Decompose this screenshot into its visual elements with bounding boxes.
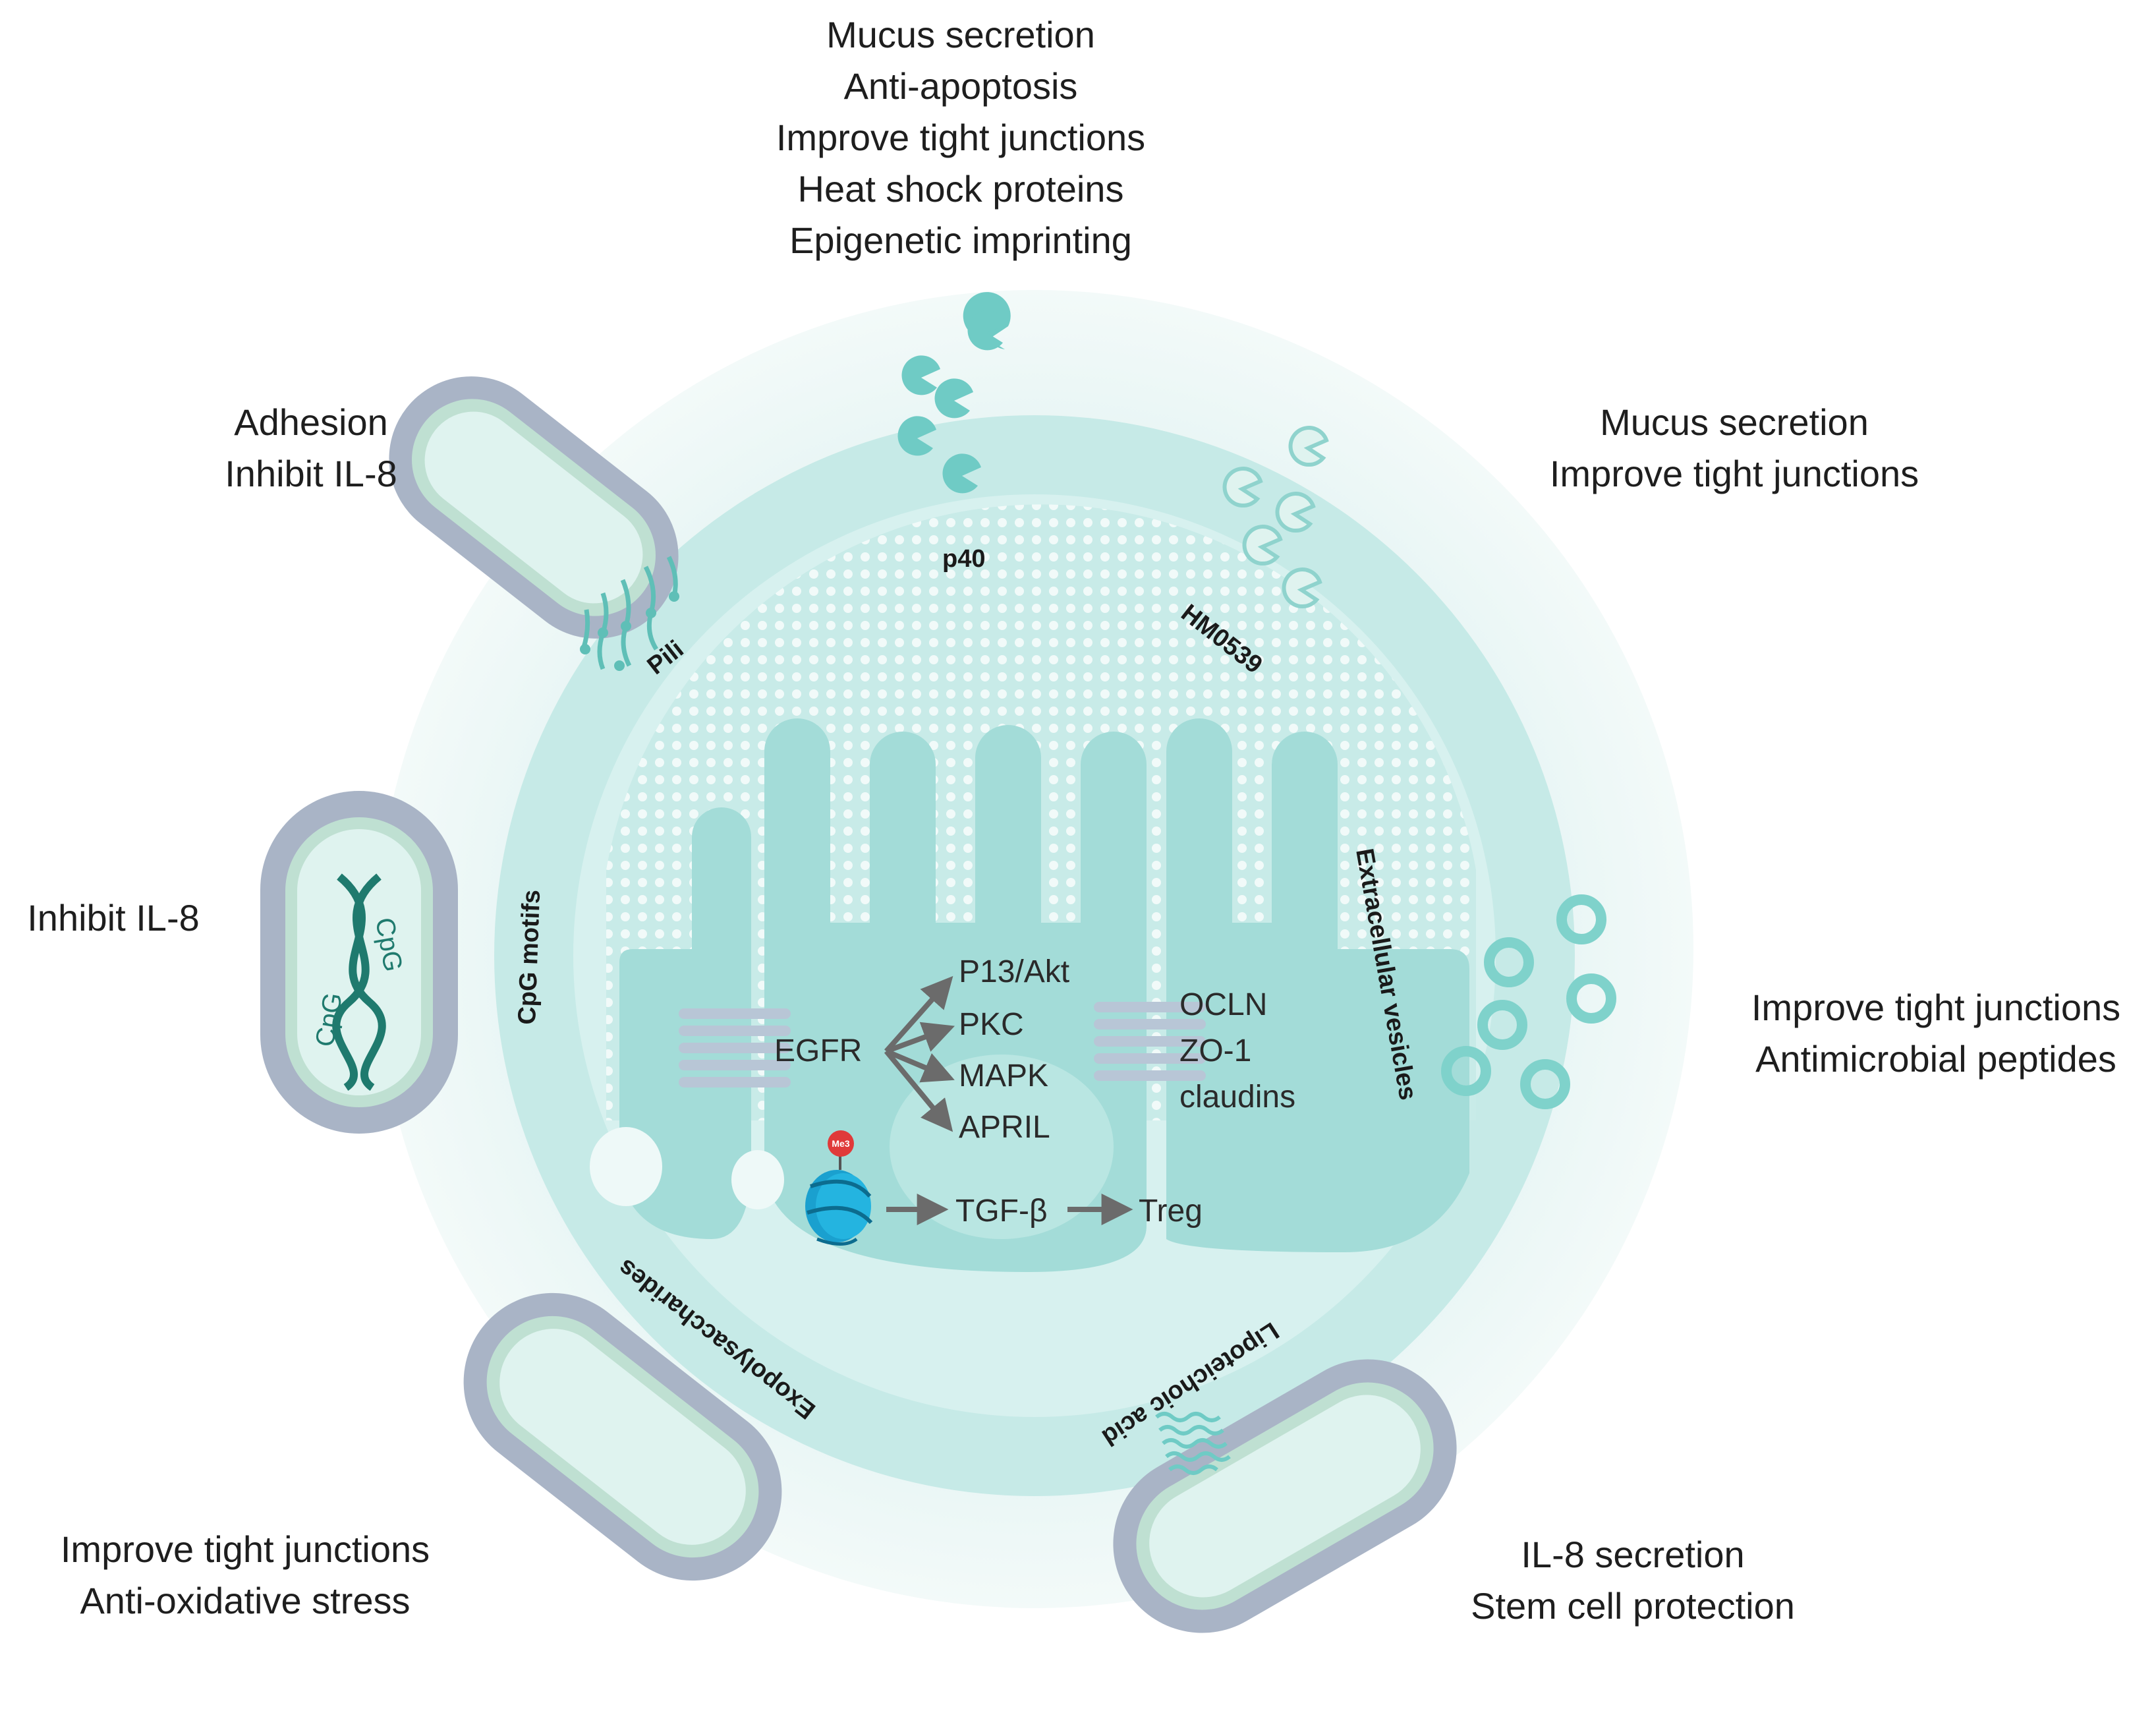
arrow-to-april: [884, 1049, 953, 1132]
protein-icon: [942, 453, 981, 494]
egfr-label: EGFR: [774, 1033, 862, 1068]
vesicle-icon: [1556, 894, 1606, 944]
extracellular-vesicles: [1441, 894, 1616, 1109]
protein-icon: [934, 378, 973, 419]
arrow-to-pi3k: [884, 975, 953, 1053]
pathway-pi3k: P13/Akt: [959, 954, 1069, 989]
pathway-mapk: MAPK: [959, 1058, 1048, 1093]
junction-ocln: OCLN: [1179, 987, 1267, 1022]
label-bottom-left: Improve tight junctions Anti-oxidative s…: [61, 1528, 430, 1621]
treg-label: Treg: [1139, 1194, 1203, 1229]
vesicle-icon: [1484, 937, 1534, 987]
protein-icon: [1275, 492, 1316, 533]
label-top-right-1: Mucus secretion: [1600, 401, 1869, 443]
epithelial-cell-left: [619, 807, 751, 1239]
label-top-left-1: Adhesion: [234, 401, 388, 443]
label-top-right-2: Improve tight junctions: [1550, 453, 1919, 494]
label-right-2: Antimicrobial peptides: [1755, 1038, 2116, 1080]
p40-protein-group: [897, 310, 1006, 494]
junction-zo1: ZO-1: [1179, 1033, 1251, 1068]
arrow-to-mapk: [885, 1049, 955, 1083]
label-right-1: Improve tight junctions: [1751, 987, 2120, 1028]
protein-icon: [1222, 467, 1263, 508]
label-top-left-2: Inhibit IL-8: [225, 453, 397, 494]
label-bottom-right-1: IL-8 secretion: [1521, 1534, 1744, 1575]
label-top-5: Epigenetic imprinting: [789, 219, 1132, 261]
label-top-right: Mucus secretion Improve tight junctions: [1550, 401, 1919, 494]
arrow-to-pkc: [885, 1022, 955, 1054]
label-bottom-left-2: Anti-oxidative stress: [80, 1580, 410, 1621]
label-top-2: Anti-apoptosis: [844, 65, 1078, 107]
label-top-left: Adhesion Inhibit IL-8: [225, 401, 397, 494]
dna-icon: [332, 873, 386, 1091]
histone-icon: [805, 1147, 873, 1246]
label-top-1: Mucus secretion: [826, 14, 1095, 55]
junction-claudins: claudins: [1179, 1080, 1295, 1115]
lipoteichoic-acid-icon: [1155, 1412, 1231, 1475]
protein-icon: [1288, 426, 1329, 467]
protein-icon: [1242, 525, 1283, 566]
bacterium-top-left: [389, 376, 679, 639]
ring-label-cpg-motifs: CpG motifs: [513, 889, 546, 1025]
hm0539-protein-group: [1222, 426, 1329, 609]
vesicle-icon: [1441, 1046, 1491, 1096]
epithelial-cell-right: [1166, 718, 1469, 1252]
label-top: Mucus secretion Anti-apoptosis Improve t…: [776, 14, 1145, 261]
ring-label-p40: p40: [942, 545, 985, 573]
pili-dots: [580, 591, 679, 671]
pathway-pkc: PKC: [959, 1007, 1024, 1042]
label-top-3: Improve tight junctions: [776, 117, 1145, 158]
protein-icon: [897, 416, 936, 456]
protein-icon: [901, 355, 940, 395]
methyl-label: Me3: [832, 1138, 849, 1149]
egfr-arrows: [884, 975, 955, 1132]
membrane-gap-left: [590, 1127, 662, 1206]
tight-junction-left: [679, 1008, 791, 1087]
vesicle-icon: [1477, 1000, 1527, 1050]
label-bottom-right: IL-8 secretion Stem cell protection: [1471, 1534, 1795, 1627]
label-right: Improve tight junctions Antimicrobial pe…: [1751, 987, 2120, 1080]
tight-junction-right: [1094, 1002, 1206, 1081]
label-top-4: Heat shock proteins: [798, 168, 1124, 210]
methyl-mark-icon: [828, 1130, 854, 1157]
vesicle-icon: [1566, 973, 1616, 1024]
pathway-april: APRIL: [959, 1110, 1050, 1145]
membrane-gap-mid: [731, 1150, 784, 1209]
label-left: Inhibit IL-8: [27, 897, 200, 939]
label-bottom-left-1: Improve tight junctions: [61, 1528, 430, 1570]
bacterium-left: [260, 791, 458, 1134]
protein-icon: [1282, 567, 1322, 609]
bacterium-bottom-left: [463, 1292, 782, 1581]
tgf-label: TGF-β: [955, 1194, 1048, 1229]
label-left-1: Inhibit IL-8: [27, 897, 200, 939]
vesicle-icon: [1520, 1059, 1570, 1109]
label-bottom-right-2: Stem cell protection: [1471, 1585, 1795, 1627]
protein-icon: [967, 310, 1006, 351]
bacterium-bottom-right: [1113, 1359, 1457, 1633]
